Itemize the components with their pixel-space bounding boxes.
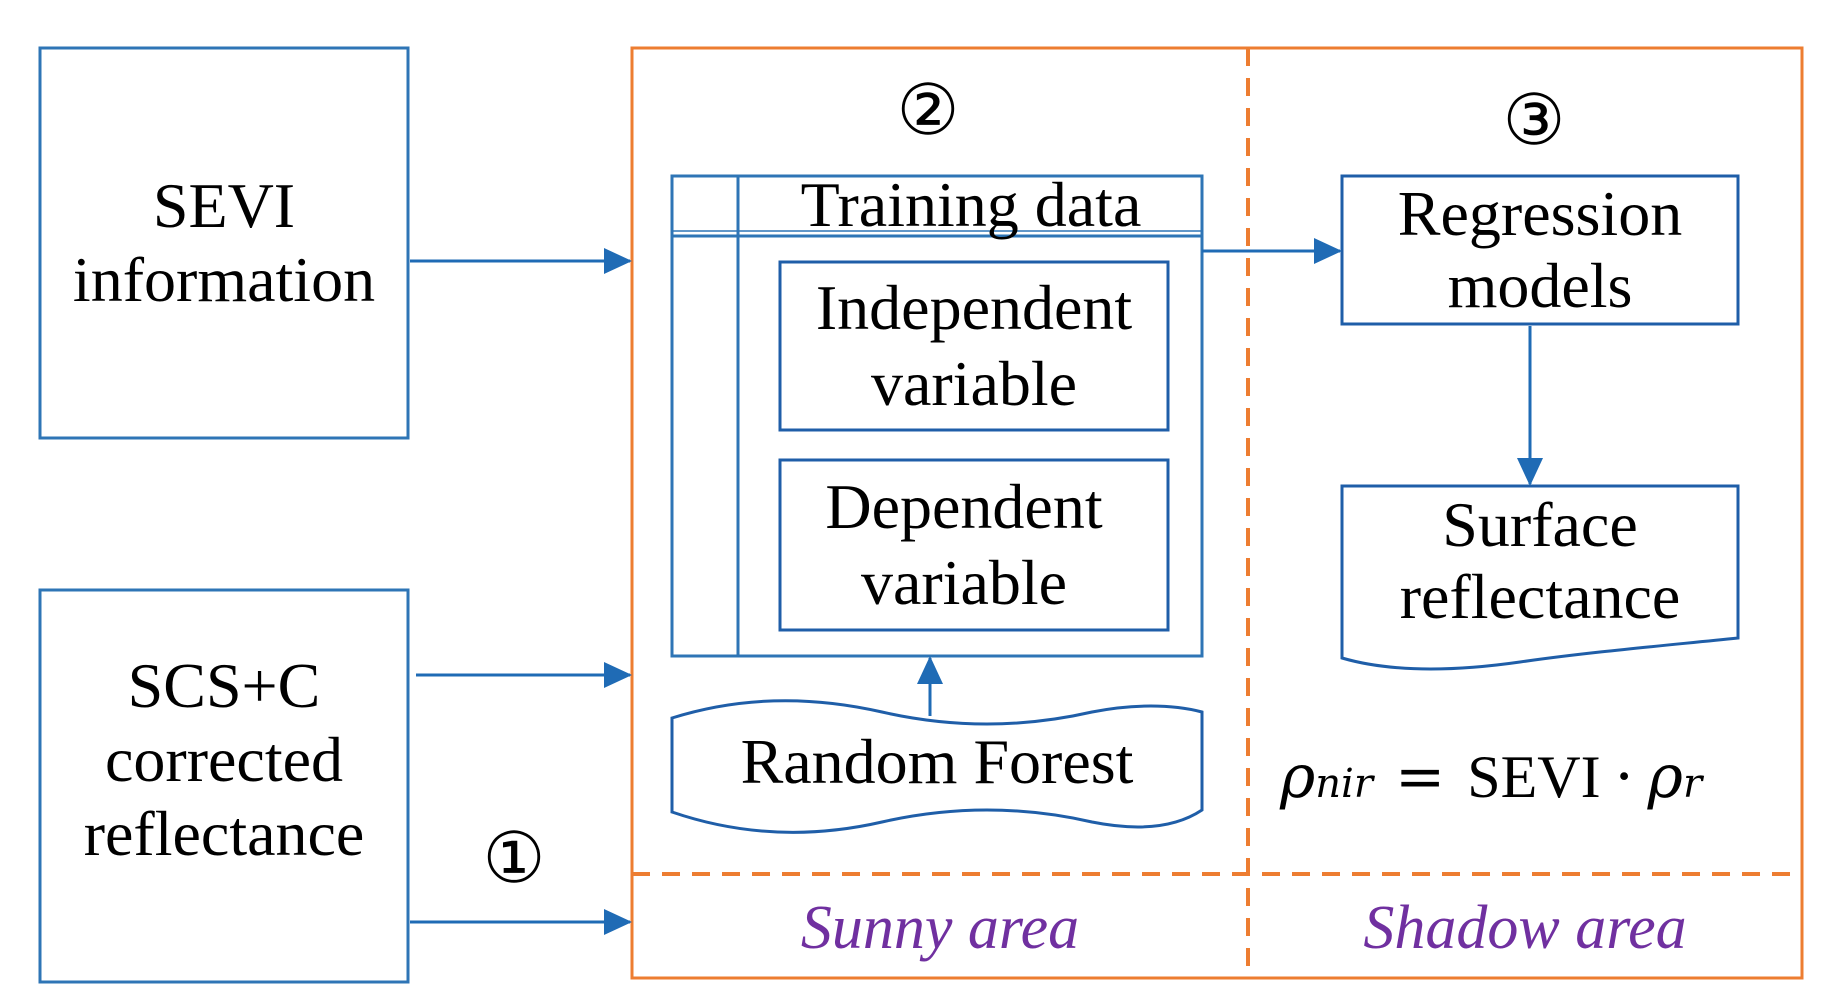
sevi-line2: information (72, 244, 376, 315)
surface-reflectance-label: Surface reflectance (1342, 486, 1738, 636)
surface-line2: reflectance (1399, 561, 1681, 632)
independent-line1: Independent (815, 272, 1133, 343)
surface-line1: Surface (1442, 489, 1638, 560)
shadow-area-label: Shadow area (1363, 894, 1687, 962)
step-one-marker: ① (482, 817, 546, 899)
independent-variable-label: Independent variable (780, 262, 1168, 430)
independent-variable-box (778, 260, 1170, 432)
random-forest-shape (670, 699, 1204, 834)
formula-rho-nir: ρ (1280, 742, 1316, 812)
regression-models-box (1340, 174, 1740, 326)
dependent-line2: variable (860, 547, 1068, 618)
random-forest-label: Random Forest (740, 726, 1134, 797)
formula-nir-subscript: nir (1315, 761, 1373, 807)
sevi-box (38, 46, 410, 440)
process-frame (630, 46, 1804, 980)
formula-sevi: SEVI (1467, 744, 1601, 810)
formula-r-subscript: r (1682, 761, 1703, 807)
scs-label: SCS+C corrected reflectance (40, 630, 408, 890)
dependent-variable-label: Dependent variable (770, 460, 1158, 630)
regression-models-label: Regression models (1342, 176, 1738, 324)
step-two-marker: ② (896, 69, 960, 151)
formula-rho-r: ρ (1647, 742, 1683, 812)
independent-line2: variable (870, 348, 1078, 419)
dependent-variable-box (778, 458, 1170, 632)
sevi-line1: SEVI (152, 170, 296, 241)
training-data-label: Training data (800, 169, 1142, 240)
dependent-line1: Dependent (825, 471, 1103, 542)
formula-dot: · (1614, 742, 1634, 812)
regression-line1: Regression (1397, 178, 1683, 249)
scs-line3: reflectance (83, 798, 365, 869)
scs-line2: corrected (104, 724, 344, 795)
surface-reflectance-shape (1340, 484, 1740, 671)
sunny-area-label: Sunny area (800, 894, 1080, 962)
formula-equals: = (1394, 742, 1446, 812)
step-three-marker: ③ (1502, 79, 1566, 161)
regression-line2: models (1447, 250, 1633, 321)
sevi-info-label: SEVI information (40, 48, 408, 438)
scs-box (38, 588, 410, 984)
scs-line1: SCS+C (127, 650, 321, 721)
